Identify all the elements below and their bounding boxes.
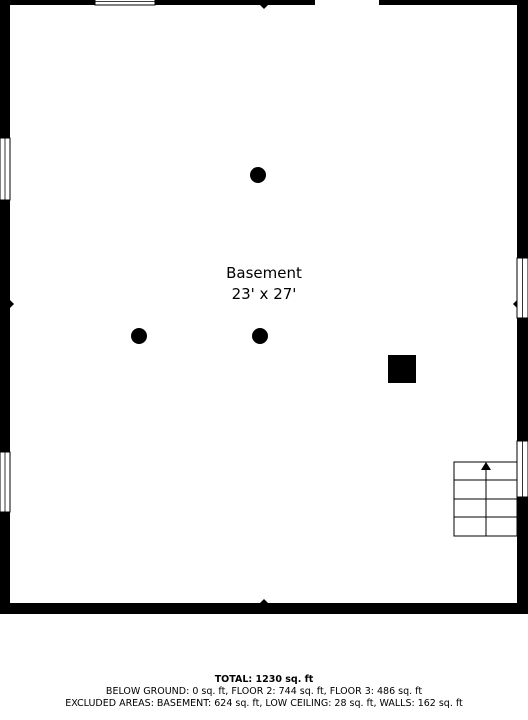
left-marker-icon <box>10 300 14 308</box>
right-window-1 <box>516 257 528 319</box>
chimney-icon <box>388 355 416 383</box>
left-window-1 <box>0 137 11 201</box>
support-column-icon <box>131 328 147 344</box>
right-marker-icon <box>513 300 517 308</box>
room-name: Basement <box>226 264 302 282</box>
top-door-opening <box>315 0 379 5</box>
floor-plan <box>0 0 528 614</box>
right-window-2 <box>516 440 528 498</box>
basement-floor <box>10 5 517 603</box>
room-dimensions: 23' x 27' <box>231 285 297 303</box>
top-window <box>94 0 156 6</box>
floor-breakdown: BELOW GROUND: 0 sq. ft, FLOOR 2: 744 sq.… <box>105 686 423 697</box>
excluded-areas: EXCLUDED AREAS: BASEMENT: 624 sq. ft, LO… <box>65 698 463 709</box>
bottom-marker-icon <box>260 599 268 603</box>
stairs-arrow-icon <box>481 462 491 470</box>
total-area: TOTAL: 1230 sq. ft <box>214 674 314 685</box>
support-column-icon <box>250 167 266 183</box>
top-marker-icon <box>260 5 268 9</box>
left-window-2 <box>0 451 11 513</box>
support-column-icon <box>252 328 268 344</box>
